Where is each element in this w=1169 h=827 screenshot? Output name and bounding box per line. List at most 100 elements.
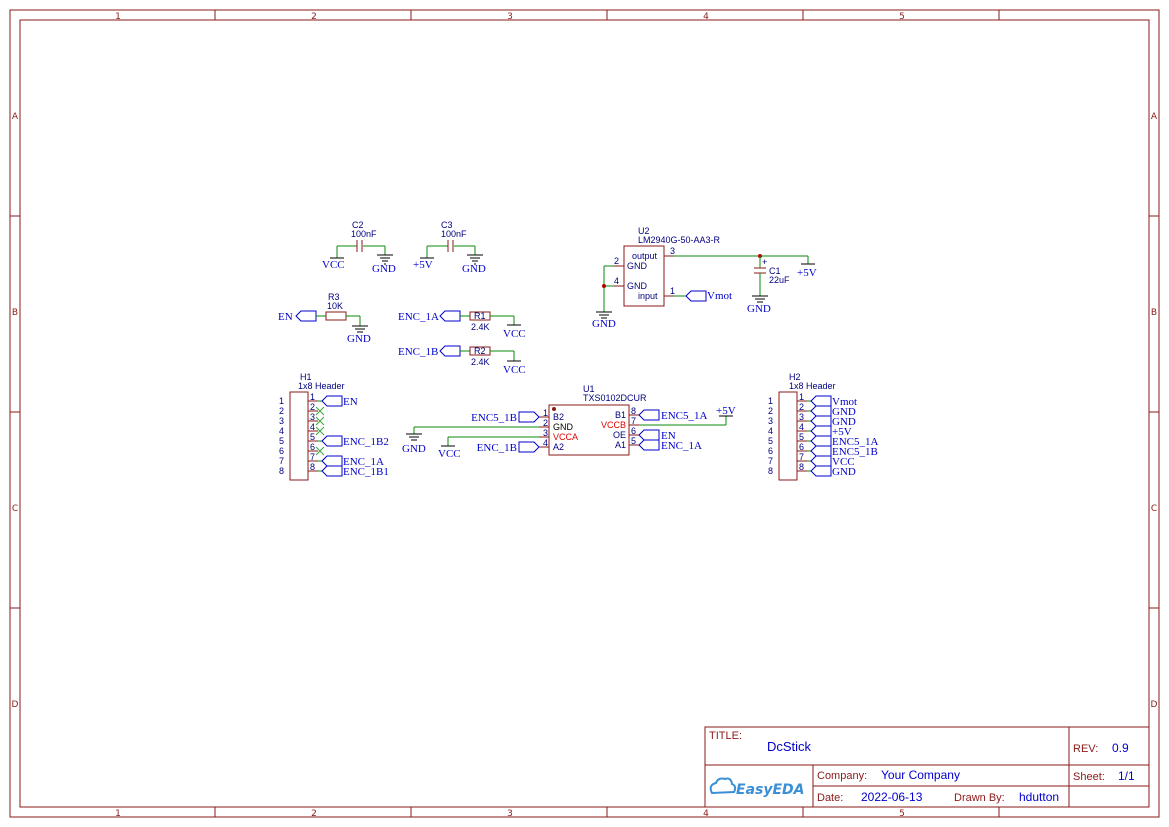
no-connect-icon: [315, 406, 325, 416]
u1-pin-name: VCCB: [601, 420, 626, 430]
u2-vmot-label: Vmot: [707, 290, 732, 302]
cloud-icon: [709, 777, 737, 795]
col-label-bottom-1: 1: [115, 809, 121, 819]
u1-pin-name: B2: [553, 412, 564, 422]
h2-pin-number: 5: [768, 436, 773, 446]
net-flag-icon: [810, 395, 832, 407]
net-flag-icon: [810, 415, 832, 427]
resistor-r1[interactable]: ENC_1A R1 2.4K VCC: [398, 310, 526, 340]
h2-net-label: GND: [832, 406, 856, 418]
col-label-top-1: 1: [115, 12, 121, 22]
resistor-r2[interactable]: ENC_1B R2 2.4K VCC: [398, 345, 526, 376]
h2-pin-number-right: 5: [799, 432, 804, 442]
u1-pin-name: GND: [553, 422, 574, 432]
row-label-right-a: A: [1151, 112, 1158, 122]
net-flag-icon: [295, 310, 317, 322]
r2-net-label: ENC_1B: [398, 346, 438, 358]
h1-net-label: EN: [343, 396, 358, 408]
u1-pin-number: 6: [631, 426, 636, 436]
u2-pin-name-output: output: [632, 251, 658, 261]
u1-ref: U1: [583, 384, 595, 394]
net-flag-icon: [439, 310, 461, 322]
col-label-bottom-4: 4: [703, 809, 709, 819]
c1-ref: C1: [769, 266, 781, 276]
sheet-value: 1/1: [1118, 769, 1135, 783]
net-flag-icon: [321, 435, 343, 447]
outer-border: [9, 9, 1160, 818]
h2-pin-number: 1: [768, 396, 773, 406]
ground-icon: [596, 311, 612, 319]
date-value: 2022-06-13: [861, 790, 923, 804]
drawn-by-value: hdutton: [1019, 790, 1059, 804]
col-label-bottom-2: 2: [311, 809, 317, 819]
u1-pin-name: OE: [613, 430, 626, 440]
col-label-top-5: 5: [899, 12, 905, 22]
resistor-r3[interactable]: R3 10K EN GND: [278, 292, 371, 345]
row-label-left-b: B: [12, 308, 18, 318]
r2-value: 2.4K: [471, 357, 490, 367]
h1-pin-number-right: 3: [310, 412, 315, 422]
h1-ref: H1: [300, 372, 312, 382]
rev-value: 0.9: [1112, 741, 1129, 755]
r1-vcc-label: VCC: [503, 328, 526, 340]
u2-pin-num-3: 3: [670, 246, 675, 256]
ground-icon: [406, 433, 422, 441]
c1-plus-mark: +: [762, 257, 767, 267]
h1-net-label: ENC_1A: [343, 456, 384, 468]
rev-label: REV:: [1073, 743, 1098, 755]
h2-net-label: +5V: [832, 426, 852, 438]
u1-pin-number: 3: [543, 428, 548, 438]
regulator-u2[interactable]: U2 LM2940G-50-AA3-R 2 4 3 1 GND GND outp…: [592, 226, 817, 330]
company-label: Company:: [817, 770, 867, 782]
h1-pin-number: 4: [279, 426, 284, 436]
net-flag-icon: [810, 455, 832, 467]
h1-value: 1x8 Header: [298, 381, 345, 391]
inner-border: [19, 19, 1150, 808]
c2-vcc-label: VCC: [322, 259, 345, 271]
h1-pin-number-right: 7: [310, 452, 315, 462]
easyeda-logo: EasyEDA: [709, 777, 805, 798]
h1-pin-number: 6: [279, 446, 284, 456]
ground-icon: [377, 254, 393, 265]
c1-gnd-label: GND: [747, 303, 771, 315]
h2-pin-number-right: 8: [799, 462, 804, 472]
row-label-left-d: D: [12, 700, 19, 710]
no-connect-icon: [315, 426, 325, 436]
u2-gnd-label: GND: [592, 318, 616, 330]
capacitor-c2[interactable]: C2 100nF VCC GND: [322, 220, 396, 275]
u1-pin-number: 1: [543, 408, 548, 418]
u2-value: LM2940G-50-AA3-R: [638, 235, 721, 245]
u1-pin-name: A2: [553, 442, 564, 452]
junction-dot: [602, 284, 606, 288]
col-label-top-2: 2: [311, 12, 317, 22]
h2-ref: H2: [789, 372, 801, 382]
capacitor-c1[interactable]: + C1 22uF GND: [747, 254, 790, 315]
capacitor-c3[interactable]: C3 100nF +5V GND: [413, 220, 486, 275]
u1-gnd-label: GND: [402, 443, 426, 455]
h1-pin-number-right: 1: [310, 392, 315, 402]
net-flag-icon: [321, 465, 343, 477]
net-flag-icon: [810, 425, 832, 437]
c2-ref: C2: [352, 220, 364, 230]
u1-net-label: ENC5_1B: [471, 412, 517, 424]
h2-pin-number-right: 1: [799, 392, 804, 402]
logo-text: EasyEDA: [736, 782, 805, 798]
net-flag-icon: [810, 435, 832, 447]
net-flag-icon: [810, 445, 832, 457]
sheet-label: Sheet:: [1073, 771, 1105, 783]
row-label-left-c: C: [12, 504, 18, 514]
net-flag-icon: [439, 345, 461, 357]
h2-net-label: ENC5_1B: [832, 446, 878, 458]
row-ruler: A B C D A B C D: [10, 112, 1159, 710]
u1-pin-number: 8: [631, 406, 636, 416]
h1-pin-number: 5: [279, 436, 284, 446]
ground-icon: [467, 254, 483, 265]
r3-en-label: EN: [278, 311, 293, 323]
u2-pin-name-gnd2: GND: [627, 281, 648, 291]
u1-pin-number: 2: [543, 418, 548, 428]
h2-pin-number: 2: [768, 406, 773, 416]
net-flag-icon: [810, 405, 832, 417]
